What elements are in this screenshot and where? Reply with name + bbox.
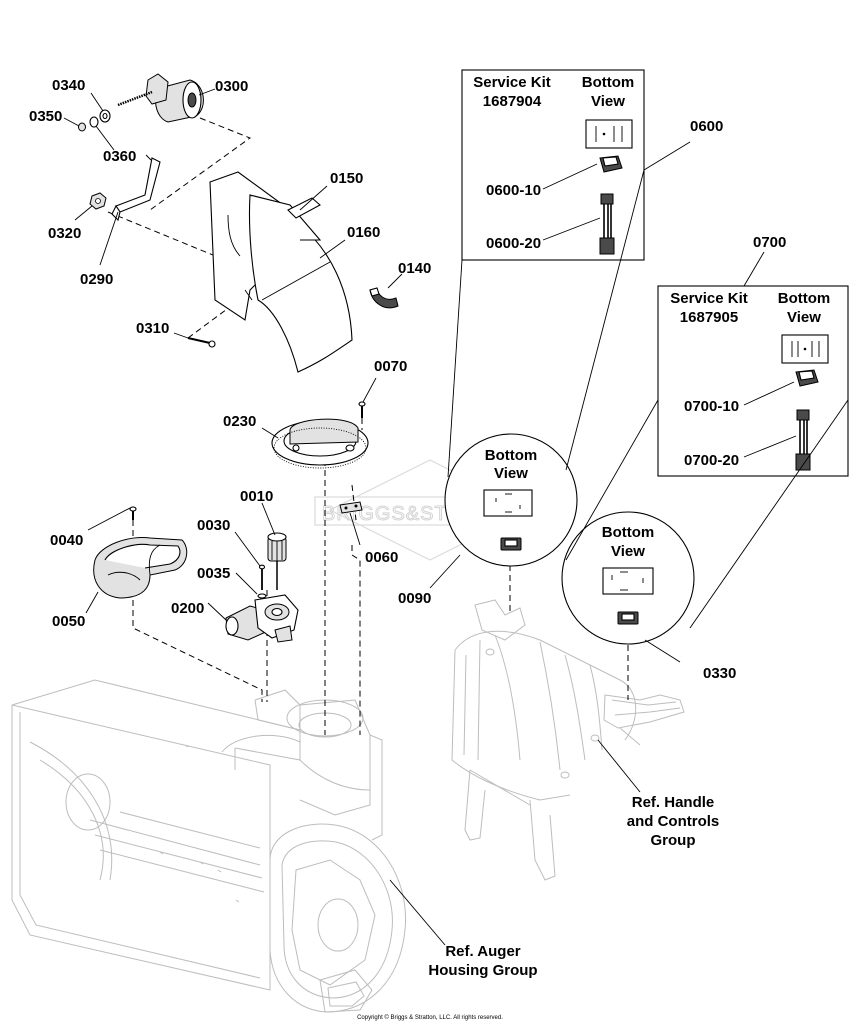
rocker-switch-0330 [617, 611, 639, 625]
label-0320: 0320 [48, 225, 81, 242]
label-0600-10: 0600-10 [486, 182, 541, 199]
clip-0140 [369, 287, 399, 309]
part-labels: 0340 0350 0360 0300 0320 0290 0150 0160 … [29, 77, 786, 682]
label-0030: 0030 [197, 517, 230, 534]
callout-0330: Bottom View [561, 511, 695, 645]
callout-0090: Bottom View [444, 433, 578, 567]
label-0150: 0150 [330, 170, 363, 187]
label-0600-20: 0600-20 [486, 235, 541, 252]
service-kit-1687904: Service Kit 1687904 Bottom View [461, 69, 645, 261]
kit2-title-line1: Service Kit [670, 290, 748, 307]
label-0140: 0140 [398, 260, 431, 277]
label-0035: 0035 [197, 565, 230, 582]
kit1-view-line1: Bottom [582, 74, 635, 91]
bracket-0290 [111, 157, 161, 222]
label-0040: 0040 [50, 532, 83, 549]
chute-deflector-0160 [209, 171, 353, 373]
washer-0340 [99, 109, 111, 123]
chute-tilt-motor-0300 [117, 73, 204, 123]
leader-lines [63, 88, 849, 946]
kit2-view-line2: View [787, 309, 821, 326]
callout-0330-line2: View [611, 543, 645, 560]
kit1-title-line1: Service Kit [473, 74, 551, 91]
label-0200: 0200 [171, 600, 204, 617]
kit1-title-line2: 1687904 [483, 93, 542, 110]
label-0300: 0300 [215, 78, 248, 95]
label-0600: 0600 [690, 118, 723, 135]
label-0090: 0090 [398, 590, 431, 607]
nut-0320 [89, 192, 107, 210]
ring-gear-0230 [271, 418, 369, 469]
rocker-switch-0090 [500, 537, 522, 551]
plate-0060 [339, 501, 363, 514]
washer-0035 [257, 593, 267, 599]
kit2-title-line2: 1687905 [680, 309, 738, 326]
bolt-0310 [187, 337, 216, 348]
copyright-notice: Copyright © Briggs & Stratton, LLC. All … [357, 1014, 503, 1021]
chute-rotation-motor-0200 [225, 594, 299, 643]
kit1-harness [599, 193, 615, 255]
label-0340: 0340 [52, 77, 85, 94]
screw-0040 [129, 506, 137, 520]
kit1-bottom-view [585, 119, 633, 149]
label-0330: 0330 [703, 665, 736, 682]
label-0350: 0350 [29, 108, 62, 125]
nut-0350 [78, 122, 86, 132]
label-0070: 0070 [374, 358, 407, 375]
label-0010: 0010 [240, 488, 273, 505]
label-0160: 0160 [347, 224, 380, 241]
screw-0070 [358, 401, 366, 418]
ref-auger-line1: Ref. Auger [445, 943, 520, 960]
label-0290: 0290 [80, 271, 113, 288]
callout-0090-line2: View [494, 465, 528, 482]
ref-handle-controls: Ref. Handle and Controls Group [627, 794, 720, 849]
callout-0330-line1: Bottom [602, 524, 655, 541]
label-0700-20: 0700-20 [684, 452, 739, 469]
kit2-switch [795, 369, 819, 387]
ref-auger-line2: Housing Group [428, 962, 537, 979]
ref-handle-line3: Group [651, 832, 696, 849]
label-0050: 0050 [52, 613, 85, 630]
auger-housing-ghost [11, 679, 407, 1013]
knob-0010 [267, 532, 287, 590]
ref-handle-line1: Ref. Handle [632, 794, 715, 811]
washer-0360 [89, 116, 99, 128]
ref-handle-line2: and Controls [627, 813, 720, 830]
label-0360: 0360 [103, 148, 136, 165]
screw-0030 [258, 564, 266, 590]
service-kit-1687905: Service Kit 1687905 Bottom View [657, 285, 849, 477]
kit1-switch [599, 155, 623, 173]
kit2-view-line1: Bottom [778, 290, 831, 307]
kit1-view-line2: View [591, 93, 625, 110]
kit2-harness [795, 409, 811, 471]
ref-auger-housing: Ref. Auger Housing Group [428, 943, 537, 979]
label-0060: 0060 [365, 549, 398, 566]
callout-0090-line1: Bottom [485, 447, 538, 464]
label-0700-10: 0700-10 [684, 398, 739, 415]
label-0230: 0230 [223, 413, 256, 430]
label-0700: 0700 [753, 234, 786, 251]
handle-controls-ghost [451, 599, 685, 881]
cover-0050 [93, 536, 188, 599]
label-0310: 0310 [136, 320, 169, 337]
